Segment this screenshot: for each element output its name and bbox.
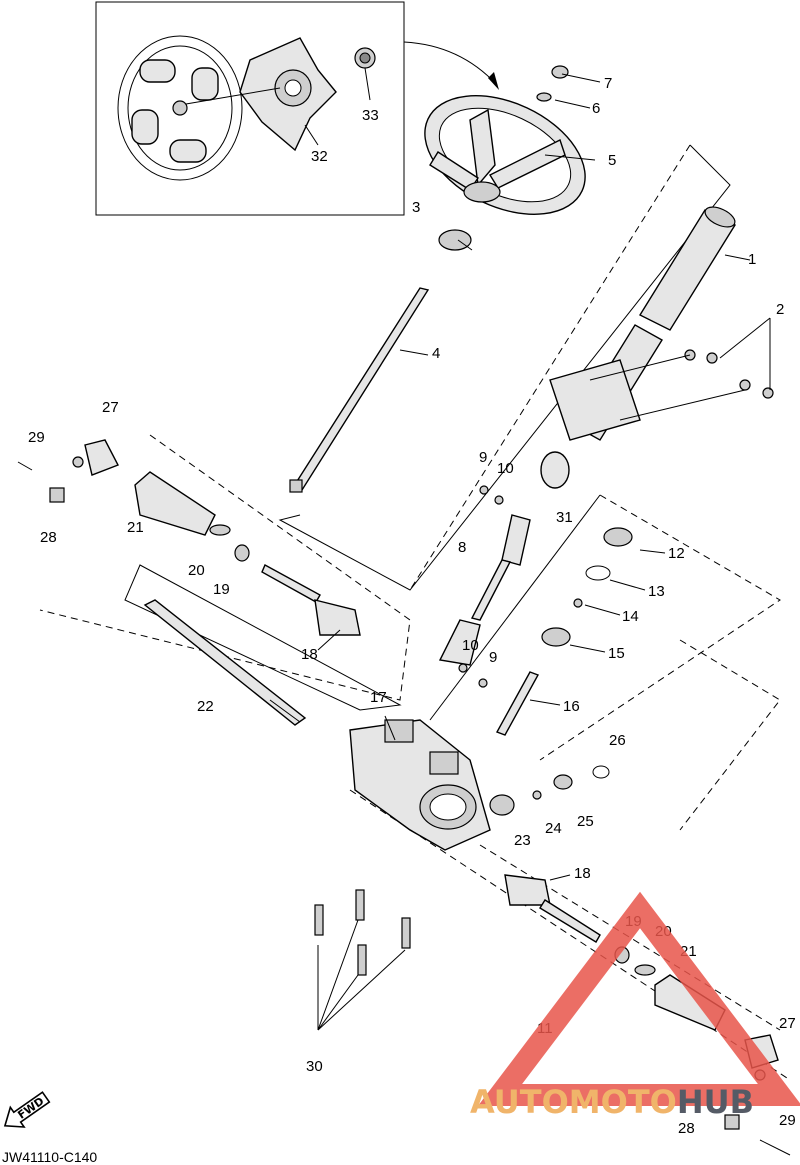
steering-wheel (424, 95, 586, 215)
callout-8: 8 (458, 539, 466, 556)
callout-33: 33 (362, 107, 379, 124)
left-tie-rod-end (17, 439, 119, 503)
callout-3: 3 (412, 199, 420, 216)
watermark-text: AUTOMOTOHUB (470, 1083, 754, 1121)
callout-9-upper: 9 (479, 449, 487, 466)
callout-28-right: 28 (678, 1120, 695, 1137)
forward-arrow-icon: FWD (3, 1091, 51, 1128)
callout-15: 15 (608, 645, 625, 662)
callout-9-lower: 9 (489, 649, 497, 666)
leader-lines (269, 73, 771, 881)
callout-18-right: 18 (574, 865, 591, 882)
callout-13: 13 (648, 583, 665, 600)
callout-22: 22 (197, 698, 214, 715)
callout-30: 30 (306, 1058, 323, 1075)
callout-29-right: 29 (779, 1112, 796, 1129)
steering-rack (143, 599, 307, 726)
callout-18-left: 18 (301, 646, 318, 663)
callout-26: 26 (609, 732, 626, 749)
callout-4: 4 (432, 345, 440, 362)
callout-21-left: 21 (127, 519, 144, 536)
callout-27-right: 27 (779, 1015, 796, 1032)
left-boot (134, 471, 250, 562)
callout-12: 12 (668, 545, 685, 562)
left-tie-rod (261, 564, 361, 636)
callout-32: 32 (311, 148, 328, 165)
rack-housing (349, 719, 491, 851)
pinion-parts (495, 527, 633, 736)
diagram-code: JW41110-C140 (2, 1149, 97, 1165)
mounting-bolts (314, 889, 411, 1031)
column-bracket (549, 359, 641, 441)
callout-24: 24 (545, 820, 562, 837)
callout-28-left: 28 (40, 529, 57, 546)
callout-6: 6 (592, 100, 600, 117)
callout-5: 5 (608, 152, 616, 169)
callout-10-upper: 10 (497, 460, 514, 477)
watermark-automoto: AUTOMOTO (470, 1083, 677, 1121)
callout-20-left: 20 (188, 562, 205, 579)
column-seal (438, 229, 472, 251)
rack-adjuster-parts (489, 765, 610, 816)
fwd-label: FWD (15, 1095, 46, 1122)
universal-joint (438, 485, 531, 688)
bracket-bolts (589, 349, 774, 421)
callout-14: 14 (622, 608, 639, 625)
callout-23: 23 (514, 832, 531, 849)
callout-31: 31 (556, 509, 573, 526)
callout-17: 17 (370, 689, 387, 706)
right-tie-rod (504, 874, 656, 976)
callout-27-left: 27 (102, 399, 119, 416)
inset-detail-box (95, 1, 499, 216)
callout-1: 1 (748, 251, 756, 268)
callout-25: 25 (577, 813, 594, 830)
callout-16: 16 (563, 698, 580, 715)
callout-19-left: 19 (213, 581, 230, 598)
watermark-hub: HUB (677, 1083, 754, 1121)
automotohub-watermark: AUTOMOTOHUB (470, 891, 800, 1121)
callout-10-lower: 10 (462, 637, 479, 654)
steering-shaft (289, 287, 430, 493)
callout-29-left: 29 (28, 429, 45, 446)
wheel-nut (536, 65, 569, 102)
column-bushing (540, 451, 570, 489)
callout-2: 2 (776, 301, 784, 318)
callout-7: 7 (604, 75, 612, 92)
